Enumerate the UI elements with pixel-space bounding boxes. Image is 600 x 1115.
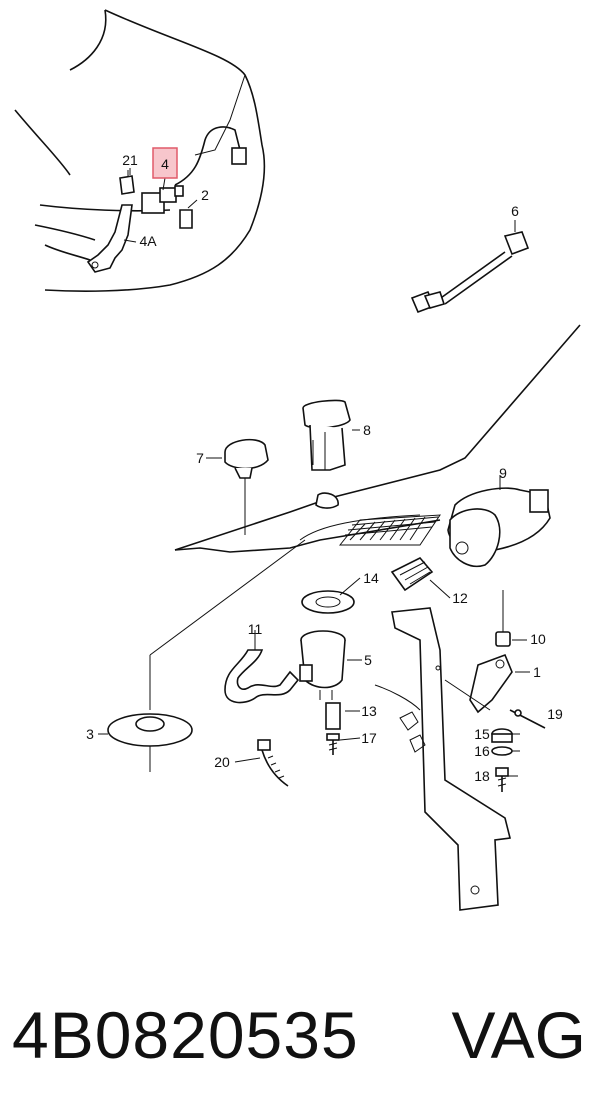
part-14-grommet [301, 590, 355, 614]
part-4a-bracket [86, 204, 133, 273]
part-4-wiring-harness [141, 126, 247, 214]
part-number: 4B0820535 [12, 998, 359, 1072]
part-7-cap [224, 438, 269, 535]
leader-lines [98, 168, 530, 777]
callout-19: 19 [547, 706, 563, 722]
callout-labels: 4 21 2 4A 6 8 7 9 14 12 11 10 5 1 3 13 1… [86, 152, 563, 784]
part-10-bushing [495, 590, 511, 647]
callout-20: 20 [214, 754, 230, 770]
callout-14: 14 [363, 570, 379, 586]
callout-11: 11 [248, 621, 263, 637]
callout-17: 17 [361, 730, 377, 746]
callout-18: 18 [474, 768, 490, 784]
part-3-base-grommet [107, 539, 306, 772]
mounting-bracket [374, 607, 511, 911]
part-13-spacer [325, 702, 341, 730]
callout-12: 12 [452, 590, 468, 606]
part-1-bracket [444, 653, 513, 714]
callout-9: 9 [499, 465, 507, 481]
callout-4a: 4A [139, 233, 157, 249]
callout-10: 10 [530, 631, 546, 647]
brand-name: VAG [451, 998, 586, 1072]
product-footer: 4B0820535 VAG [0, 975, 600, 1095]
tray-panel [174, 324, 581, 553]
callout-3: 3 [86, 726, 94, 742]
vehicle-body-outline [14, 9, 266, 292]
part-12-filter [390, 557, 434, 592]
callout-2: 2 [201, 187, 209, 203]
callout-7: 7 [196, 450, 204, 466]
part-20-cable-tie [257, 739, 289, 787]
callout-5: 5 [364, 652, 372, 668]
part-15-grommet [491, 728, 513, 743]
callout-8: 8 [363, 422, 371, 438]
part-16-washer [491, 746, 513, 756]
callout-13: 13 [361, 703, 377, 719]
callout-4: 4 [161, 156, 169, 172]
part-11-hose [224, 649, 300, 704]
part-17-screw [326, 733, 340, 755]
part-19-pin [509, 709, 546, 729]
part-5-filler-neck [299, 630, 346, 700]
callout-6: 6 [511, 203, 519, 219]
part-18-bolt [495, 767, 509, 792]
callout-15: 15 [474, 726, 490, 742]
callout-16: 16 [474, 743, 490, 759]
exploded-parts-diagram: 4 21 2 4A 6 8 7 9 14 12 11 10 5 1 3 13 1… [14, 9, 581, 911]
callout-21: 21 [122, 152, 138, 168]
part-6-harness [410, 231, 530, 314]
part-2-clip [179, 209, 193, 229]
callout-1: 1 [533, 664, 541, 680]
callout-4-highlight [152, 147, 178, 179]
part-8-washer-nozzle [302, 399, 351, 509]
part-9-pump-motor [447, 475, 551, 567]
part-21-clip [119, 170, 135, 195]
